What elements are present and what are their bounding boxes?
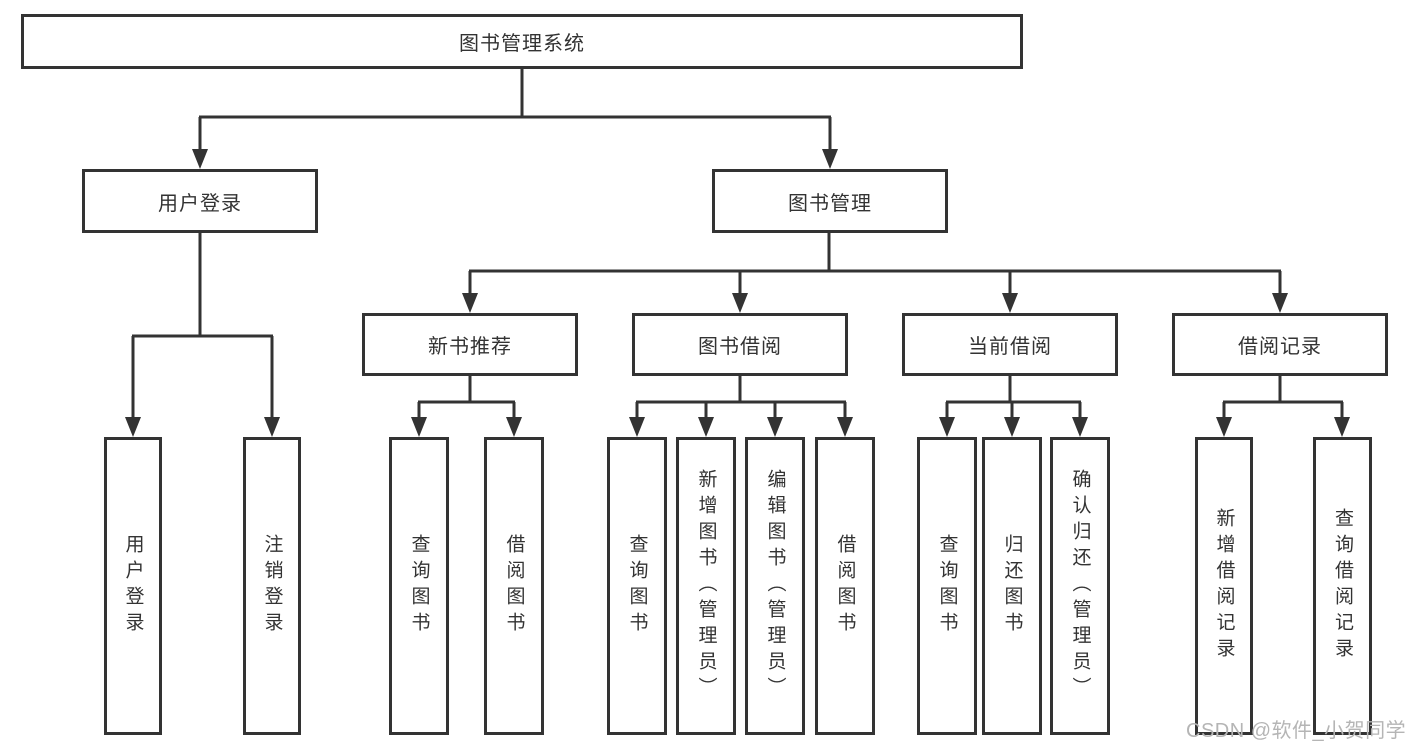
leaf-records-query-borrow-record: 查询借阅记录	[1313, 437, 1372, 735]
leaf-label: 归还图书	[1001, 534, 1023, 638]
leaf-label: 注销登录	[261, 534, 283, 638]
leaf-borrowing-add-books-admin: 新增图书（管理员）	[676, 437, 736, 735]
leaf-label: 新增图书（管理员）	[695, 469, 717, 703]
leaf-label: 查询图书	[626, 534, 648, 638]
node-new-book-recommendation: 新书推荐	[362, 313, 578, 376]
node-book-management: 图书管理	[712, 169, 948, 233]
connector-new-book-fork	[411, 376, 522, 437]
leaf-label: 查询图书	[936, 534, 958, 638]
leaf-current-return-books: 归还图书	[982, 437, 1042, 735]
leaf-logout-login: 注销登录	[243, 437, 301, 735]
leaf-records-add-borrow-record: 新增借阅记录	[1195, 437, 1253, 735]
leaf-label: 借阅图书	[503, 534, 525, 638]
connector-root-to-level2	[192, 69, 838, 169]
leaf-borrowing-edit-books-admin: 编辑图书（管理员）	[745, 437, 805, 735]
leaf-newbook-borrow-books: 借阅图书	[484, 437, 544, 735]
leaf-newbook-query-books: 查询图书	[389, 437, 449, 735]
leaf-user-login: 用户登录	[104, 437, 162, 735]
connector-user-login-fork	[125, 233, 280, 437]
leaf-label: 查询借阅记录	[1332, 508, 1353, 664]
node-user-login: 用户登录	[82, 169, 318, 233]
csdn-watermark: CSDN @软件_小贺同学	[1186, 720, 1405, 742]
leaf-borrowing-query-books: 查询图书	[607, 437, 667, 735]
connector-book-management-fork	[462, 233, 1288, 313]
node-book-borrowing: 图书借阅	[632, 313, 848, 376]
leaf-label: 用户登录	[122, 534, 144, 638]
leaf-label: 查询图书	[408, 534, 430, 638]
leaf-current-query-books: 查询图书	[917, 437, 977, 735]
leaf-borrowing-borrow-books: 借阅图书	[815, 437, 875, 735]
leaf-current-confirm-return-admin: 确认归还（管理员）	[1050, 437, 1110, 735]
leaf-label: 借阅图书	[834, 534, 856, 638]
node-current-borrowing: 当前借阅	[902, 313, 1118, 376]
node-library-management-system: 图书管理系统	[21, 14, 1023, 69]
leaf-label: 确认归还（管理员）	[1069, 469, 1091, 703]
connector-current-borrowing-fork	[939, 376, 1088, 437]
connector-borrow-records-fork	[1216, 376, 1350, 437]
node-borrow-records: 借阅记录	[1172, 313, 1388, 376]
connector-book-borrowing-fork	[629, 376, 853, 437]
leaf-label: 编辑图书（管理员）	[764, 469, 786, 703]
leaf-label: 新增借阅记录	[1213, 508, 1235, 664]
